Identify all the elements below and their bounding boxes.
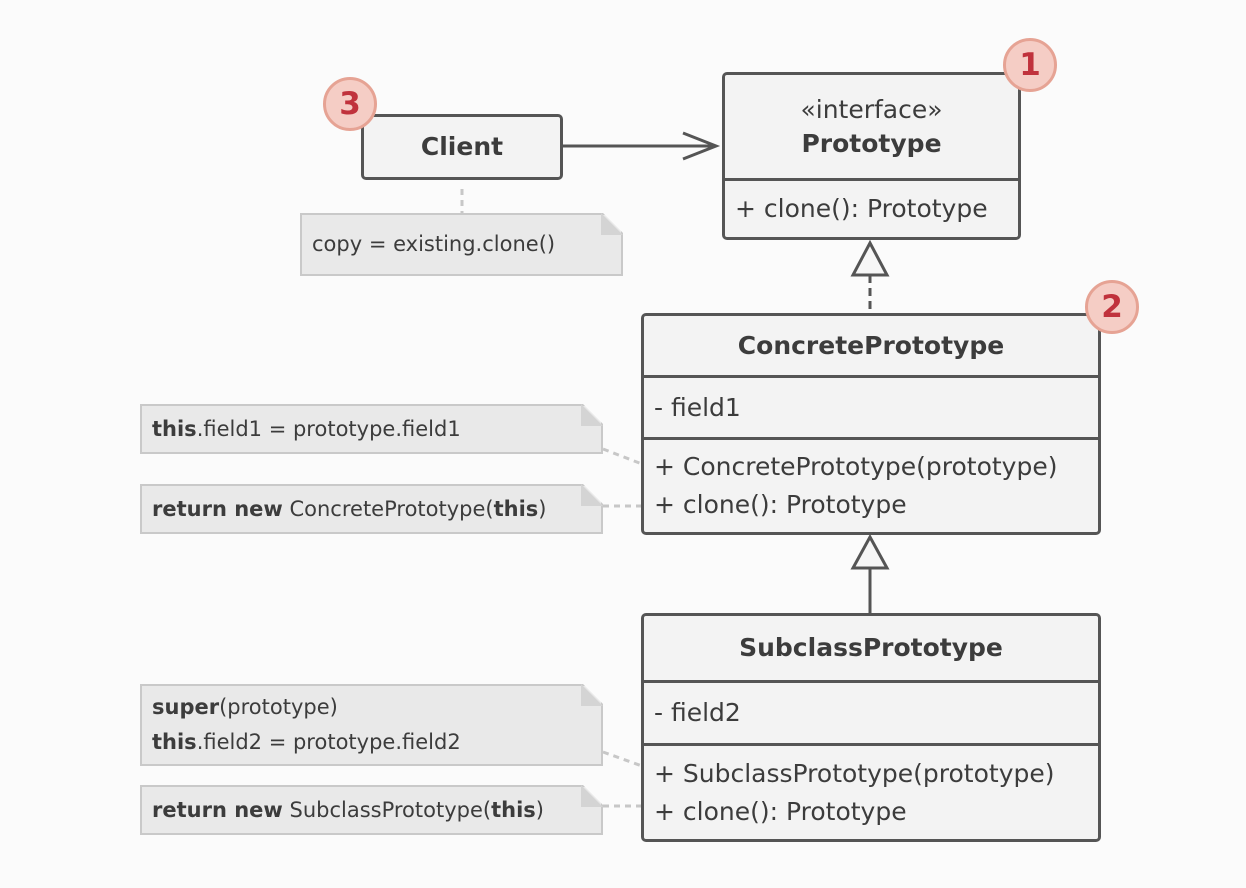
concrete-clone-call: ConcretePrototype( xyxy=(282,496,494,521)
subclass-ctor-code: .field2 = prototype.field2 xyxy=(196,730,461,754)
realization-arrowhead xyxy=(850,239,890,277)
closing-paren: ) xyxy=(535,797,544,822)
concrete-clone-method: + clone(): Prototype xyxy=(654,490,907,519)
inheritance-arrowhead xyxy=(850,533,890,570)
prototype-interface: «interface» Prototype + clone(): Prototy… xyxy=(722,72,1021,240)
subclass-ctor-note-anchor xyxy=(602,750,643,768)
client-title: Client xyxy=(420,132,504,161)
concrete-prototype-class: ConcretePrototype - field1 + ConcretePro… xyxy=(641,313,1101,535)
prototype-method: + clone(): Prototype xyxy=(735,194,988,223)
this-keyword: this xyxy=(493,496,539,521)
client-class: Client xyxy=(361,114,563,180)
client-copy-note: copy = existing.clone() xyxy=(300,213,623,276)
client-copy-text: copy = existing.clone() xyxy=(312,232,556,256)
concrete-prototype-title: ConcretePrototype xyxy=(737,330,1005,360)
concrete-clone-note: return new ConcretePrototype(this) xyxy=(140,484,603,534)
badge-1: 1 xyxy=(1003,38,1057,92)
concrete-ctor-note: this.field1 = prototype.field1 xyxy=(140,404,603,454)
interface-stereotype: «interface» xyxy=(800,94,943,124)
subclass-prototype-class: SubclassPrototype - field2 + SubclassPro… xyxy=(641,613,1101,842)
badge-2: 2 xyxy=(1085,280,1139,334)
return-new-keyword: return new xyxy=(152,496,283,521)
subclass-clone-method: + clone(): Prototype xyxy=(654,796,907,826)
subclass-clone-call: SubclassPrototype( xyxy=(282,797,492,822)
concrete-field: - field1 xyxy=(654,392,741,422)
concrete-ctor-note-anchor xyxy=(602,447,643,466)
subclass-field: - field2 xyxy=(654,698,741,727)
closing-paren: ) xyxy=(538,496,547,521)
badge-3: 3 xyxy=(323,77,377,131)
prototype-title: Prototype xyxy=(801,128,942,158)
subclass-prototype-title: SubclassPrototype xyxy=(739,633,1003,662)
subclass-clone-note: return new SubclassPrototype(this) xyxy=(140,785,603,835)
subclass-ctor-note: super(prototype) this.field2 = prototype… xyxy=(140,684,603,766)
subclass-constructor: + SubclassPrototype(prototype) xyxy=(654,758,1055,788)
this-keyword: this xyxy=(152,416,197,441)
association-arrowhead xyxy=(682,131,721,161)
this-keyword: this xyxy=(491,797,536,822)
concrete-ctor-code: .field1 = prototype.field1 xyxy=(196,416,461,441)
concrete-constructor: + ConcretePrototype(prototype) xyxy=(654,452,1058,481)
super-keyword: super xyxy=(152,695,220,719)
this-keyword: this xyxy=(152,730,197,754)
return-new-keyword: return new xyxy=(152,797,283,822)
super-call-args: (prototype) xyxy=(219,695,338,719)
